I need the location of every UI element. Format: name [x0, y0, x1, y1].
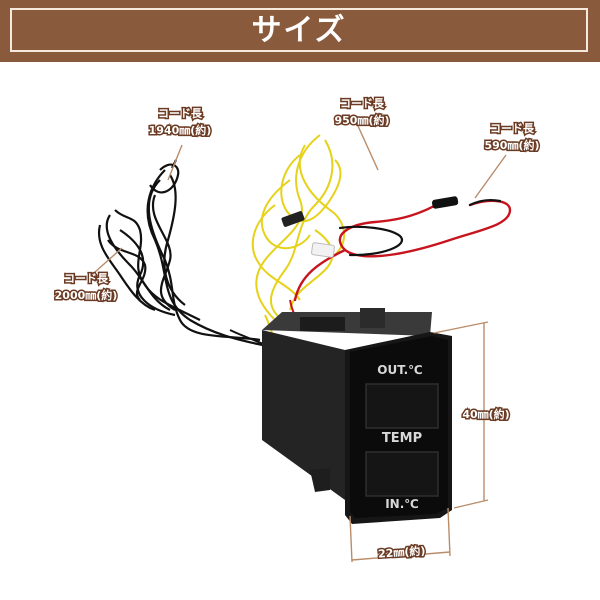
cord-4-title: コード長 — [64, 272, 109, 285]
cord-1-length: 1940㎜(約) — [149, 123, 212, 137]
temp-label: TEMP — [382, 431, 422, 446]
device-clip-bottom — [310, 468, 330, 492]
cord-label-3: コード長 590㎜(約) — [483, 121, 541, 154]
device-clip-top-left — [300, 317, 345, 331]
width-label: 22㎜(約) — [378, 543, 426, 560]
yellow-wire-bundle — [251, 134, 345, 321]
cord-4-length: 2000㎜(約) — [55, 288, 118, 302]
device: OUT.℃ TEMP IN.℃ — [262, 308, 452, 524]
page-title: サイズ — [251, 13, 347, 48]
cord-label-2: コード長 950㎜(約) — [333, 96, 391, 129]
yellow-wire-clip — [281, 211, 305, 227]
device-top-face — [262, 312, 432, 336]
cord-3-title: コード長 — [490, 122, 535, 135]
width-dimension — [349, 507, 451, 563]
cord-label-4: コード長 2000㎜(約) — [53, 271, 119, 304]
height-label: 40㎜(約) — [462, 407, 509, 421]
cord-label-1: コード長 1940㎜(約) — [147, 106, 213, 139]
title-frame: サイズ — [10, 8, 588, 52]
leader-lines — [94, 125, 507, 273]
device-side-face — [262, 330, 345, 500]
cord-1-title: コード長 — [158, 107, 203, 120]
out-temp-label: OUT.℃ — [377, 363, 422, 377]
cord-3-length: 590㎜(約) — [484, 138, 539, 152]
inside-temp-display — [365, 451, 439, 497]
cord-2-title: コード長 — [340, 97, 385, 110]
height-dimension — [433, 321, 489, 509]
black-cable-bundle — [97, 159, 263, 347]
title-banner: サイズ — [0, 0, 600, 62]
in-temp-label: IN.℃ — [385, 497, 419, 511]
red-black-cable — [293, 196, 512, 302]
device-clip-top-right — [360, 308, 385, 328]
outside-temp-display — [365, 383, 439, 429]
cord-2-length: 950㎜(約) — [334, 113, 389, 127]
